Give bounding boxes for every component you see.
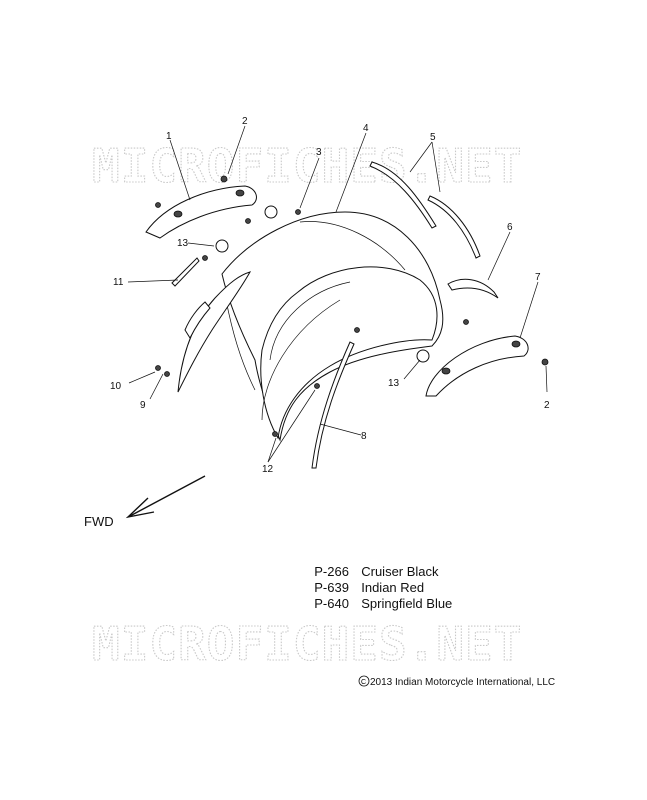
callout-13-left: 13: [177, 238, 189, 249]
fastener-3: [295, 209, 301, 215]
callout-7: 7: [535, 272, 541, 283]
fastener-12b: [272, 431, 278, 437]
callout-9: 9: [140, 400, 146, 411]
fwd-label: FWD: [84, 514, 114, 529]
callout-1: 1: [166, 131, 172, 142]
copyright-text: 2013 Indian Motorcycle International, LL…: [370, 677, 556, 688]
legend-color-name: Springfield Blue: [361, 596, 453, 611]
legend-row-1: P-266 Cruiser Black: [307, 549, 439, 579]
legend-color-name: Indian Red: [361, 580, 425, 595]
fastener-ex2: [245, 218, 251, 224]
fastener-10: [155, 365, 161, 371]
trim-right-7: [425, 335, 529, 397]
callout-10: 10: [110, 381, 122, 392]
fastener-2a: [220, 175, 228, 183]
fender-shell: [221, 211, 444, 442]
callout-6: 6: [507, 222, 513, 233]
legend-code: P-639: [314, 580, 349, 595]
legend-row-2: P-639 Indian Red: [307, 565, 424, 595]
callout-13-right: 13: [388, 378, 400, 389]
fastener-ex3: [354, 327, 360, 333]
strip-5a: [369, 161, 437, 229]
callout-12: 12: [262, 464, 274, 475]
legend-code: P-640: [314, 596, 349, 611]
fastener-ex4: [463, 319, 469, 325]
fastener-ex5: [155, 202, 161, 208]
strip-8: [311, 341, 355, 469]
fastener-9: [164, 371, 170, 377]
badge-6: [447, 278, 499, 299]
callout-2-right: 2: [544, 400, 550, 411]
callout-5: 5: [430, 132, 436, 143]
copyright-icon: [358, 675, 370, 687]
copyright-icon-letter: C: [361, 679, 366, 686]
callout-2-top: 2: [242, 116, 248, 127]
fastener-12a: [314, 383, 320, 389]
legend-row-3: P-640 Springfield Blue: [307, 581, 452, 611]
strip-11: [171, 257, 200, 287]
trim-left-1: [145, 185, 257, 239]
emblem-13c: [416, 349, 430, 363]
callout-8: 8: [361, 431, 367, 442]
emblem-13b: [215, 239, 229, 253]
callout-3: 3: [316, 147, 322, 158]
callout-4: 4: [363, 123, 369, 134]
callout-11: 11: [113, 277, 124, 288]
legend-code: P-266: [314, 564, 349, 579]
side-cover-left: [177, 271, 252, 393]
watermark-top: MICROFICHES.NET: [92, 139, 522, 193]
strip-5b: [427, 195, 481, 259]
legend-color-name: Cruiser Black: [361, 564, 439, 579]
fastener-ex1: [202, 255, 208, 261]
fastener-2b: [541, 358, 549, 366]
fwd-arrow: [125, 475, 206, 519]
leader-lines: [127, 125, 548, 463]
watermark-bottom: MICROFICHES.NET: [92, 617, 522, 671]
emblem-13a: [264, 205, 278, 219]
